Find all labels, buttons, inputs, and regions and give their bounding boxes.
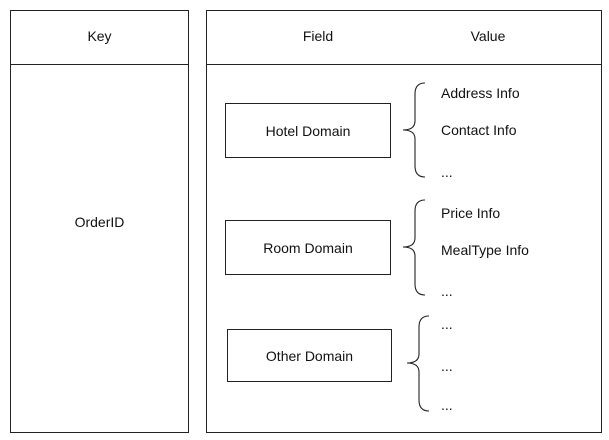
room-value-item: Price Info bbox=[441, 205, 501, 221]
room-value-item: ... bbox=[441, 283, 453, 299]
other-domain-label: Other Domain bbox=[265, 347, 354, 364]
key-table bbox=[10, 10, 189, 433]
hotel-domain-brace-icon bbox=[402, 82, 426, 178]
room-value-item: MealType Info bbox=[441, 242, 529, 258]
other-value-item: ... bbox=[441, 316, 453, 332]
hotel-domain-label: Hotel Domain bbox=[265, 122, 351, 139]
key-header-divider bbox=[10, 64, 189, 65]
value-header: Value bbox=[470, 28, 506, 44]
hotel-domain-box: Hotel Domain bbox=[225, 103, 391, 158]
key-value: OrderID bbox=[74, 214, 125, 230]
room-domain-label: Room Domain bbox=[263, 239, 353, 256]
room-domain-brace-icon bbox=[402, 199, 426, 296]
other-value-item: ... bbox=[441, 358, 453, 374]
hotel-value-item: ... bbox=[441, 164, 453, 180]
other-value-item: ... bbox=[441, 397, 453, 413]
other-domain-box: Other Domain bbox=[227, 329, 392, 382]
hotel-value-item: Contact Info bbox=[441, 122, 517, 138]
room-domain-box: Room Domain bbox=[225, 220, 391, 275]
field-value-header-divider bbox=[206, 64, 602, 65]
key-header: Key bbox=[87, 28, 112, 44]
hotel-value-item: Address Info bbox=[441, 85, 520, 101]
field-value-table bbox=[206, 10, 602, 433]
other-domain-brace-icon bbox=[406, 315, 430, 412]
field-header: Field bbox=[302, 28, 334, 44]
